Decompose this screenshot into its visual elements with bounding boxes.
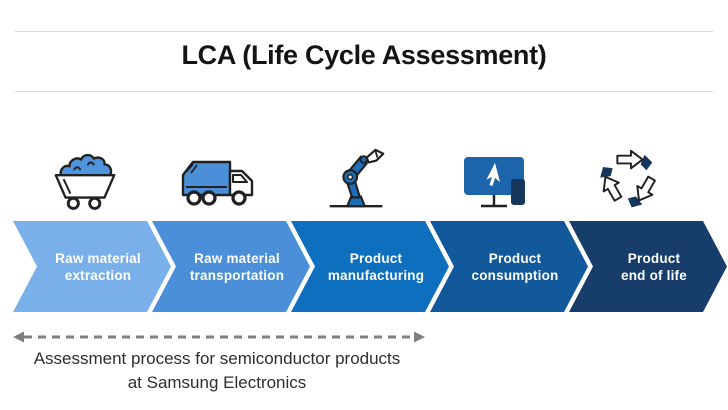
stage-product-manufacturing: Product manufacturing bbox=[291, 221, 449, 312]
page-title: LCA (Life Cycle Assessment) bbox=[181, 40, 547, 70]
stage-label: Raw material transportation bbox=[189, 250, 285, 283]
stage-product-consumption: Product consumption bbox=[430, 221, 588, 312]
stage-label: Product consumption bbox=[471, 250, 559, 283]
title-divider-top bbox=[15, 31, 713, 32]
stage-product-end-of-life: Product end of life bbox=[569, 221, 727, 312]
monitor-cursor-icon bbox=[454, 151, 540, 216]
assessment-range-arrow-icon bbox=[13, 330, 425, 343]
stage-label: Raw material extraction bbox=[55, 250, 141, 283]
title-divider-bottom bbox=[15, 91, 713, 92]
assessment-caption: Assessment process for semiconductor pro… bbox=[33, 349, 401, 392]
stage-label: Product end of life bbox=[621, 250, 687, 283]
robot-arm-icon bbox=[322, 145, 392, 218]
stage-raw-material-extraction: Raw material extraction bbox=[13, 221, 171, 312]
recycle-icon bbox=[596, 146, 662, 215]
truck-icon bbox=[176, 152, 260, 215]
stage-label: Product manufacturing bbox=[327, 250, 425, 283]
mine-cart-icon bbox=[48, 148, 122, 219]
stage-raw-material-transportation: Raw material transportation bbox=[152, 221, 310, 312]
